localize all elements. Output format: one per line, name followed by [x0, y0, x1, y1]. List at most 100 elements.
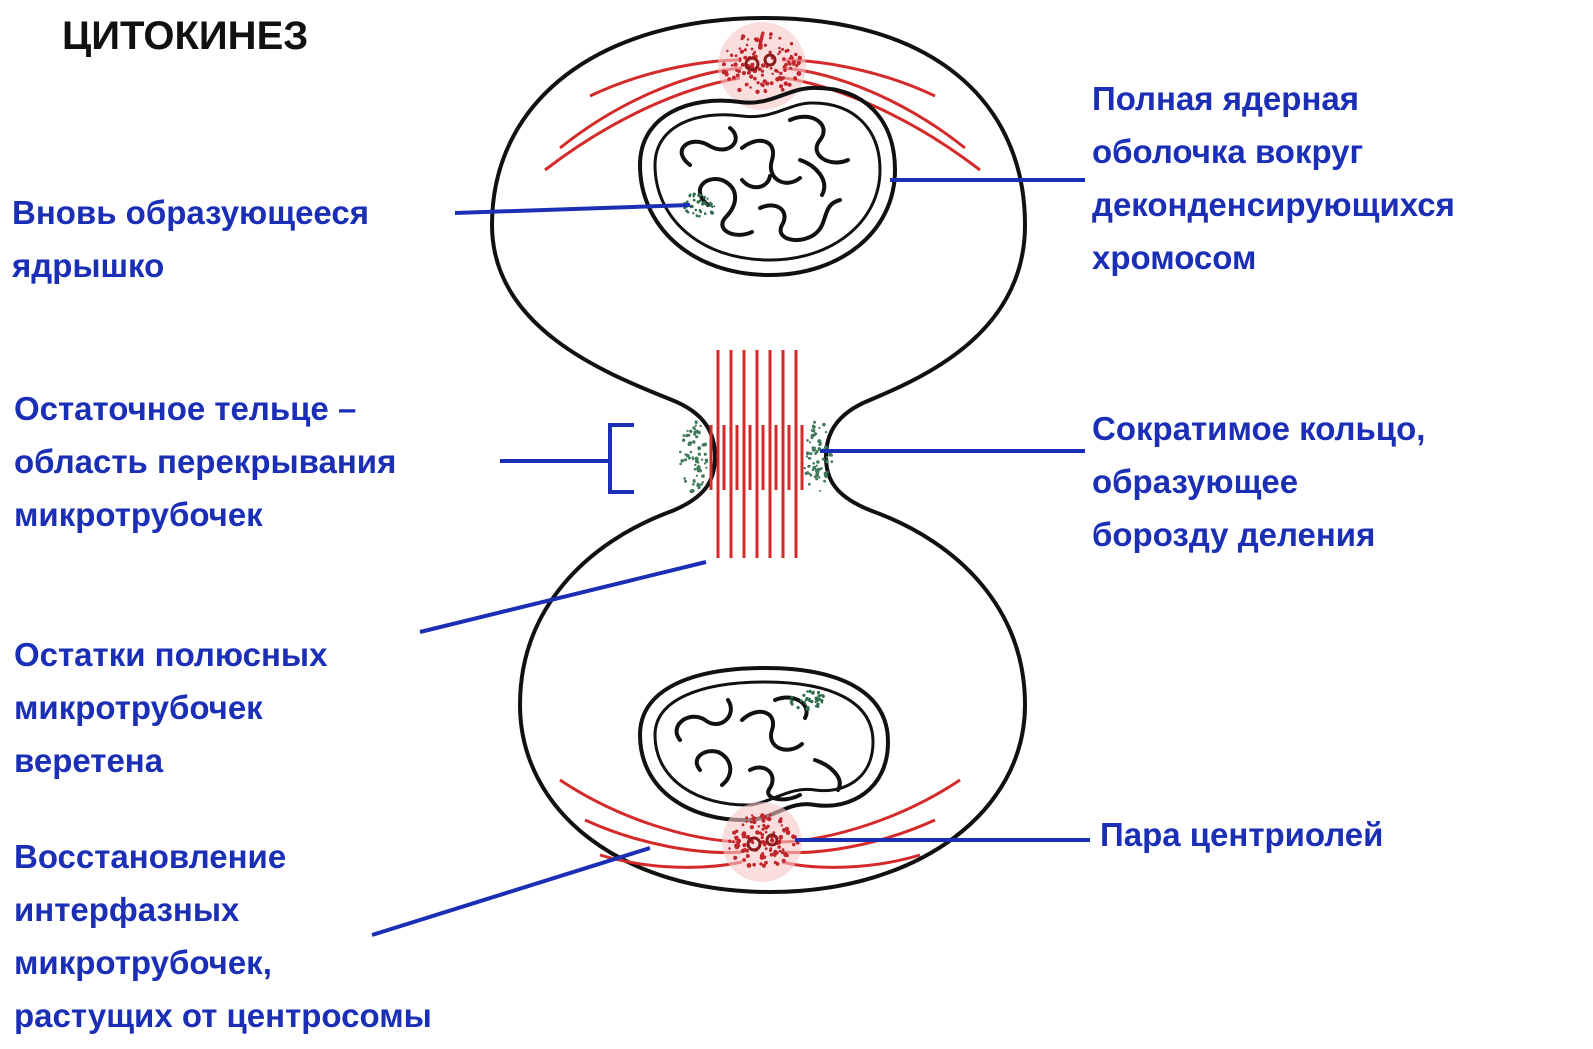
stipple-dot — [806, 439, 809, 442]
stipple-dot — [811, 691, 815, 695]
stipple-dot — [765, 847, 768, 850]
stipple-dot — [805, 703, 807, 705]
stipple-dot — [755, 830, 759, 834]
stipple-dot — [779, 835, 784, 840]
stipple-dot — [811, 436, 814, 439]
stipple-dot — [749, 75, 753, 79]
stipple-dot — [814, 447, 816, 449]
stipple-dot — [767, 817, 771, 821]
stipple-dot — [815, 701, 817, 703]
stipple-dot — [732, 76, 736, 80]
stipple-dot — [781, 88, 785, 92]
stipple-dot — [704, 453, 707, 456]
stipple-dot — [808, 483, 811, 486]
stipple-dot — [706, 205, 708, 207]
label-line: Полная ядерная — [1092, 72, 1455, 125]
stipple-dot — [737, 839, 741, 843]
stipple-dot — [761, 833, 764, 836]
stipple-dot — [794, 53, 797, 56]
stipple-dot — [737, 70, 741, 74]
label-line: Вновь образующееся — [12, 186, 369, 239]
stipple-dot — [727, 77, 731, 81]
stipple-dot — [703, 201, 706, 204]
label-line: микротрубочек — [14, 488, 396, 541]
stipple-dot — [824, 446, 828, 450]
stipple-dot — [735, 830, 738, 833]
stipple-dot — [812, 462, 815, 465]
stipple-dot — [691, 206, 693, 208]
stipple-dot — [696, 475, 698, 477]
stipple-dot — [790, 55, 793, 58]
stipple-dot — [762, 824, 765, 827]
stipple-dot — [808, 709, 810, 711]
stipple-dot — [745, 849, 749, 853]
stipple-dot — [783, 68, 787, 72]
stipple-dot — [823, 480, 826, 483]
stipple-dot — [781, 48, 784, 51]
stipple-dot — [770, 838, 774, 842]
label-line: Восстановление — [14, 830, 432, 883]
stipple-dot — [741, 849, 745, 853]
stipple-dot — [695, 425, 697, 427]
stipple-dot — [825, 460, 829, 464]
label-line: Сократимое кольцо, — [1092, 402, 1425, 455]
stipple-dot — [739, 60, 741, 62]
stipple-dot — [688, 441, 692, 445]
stipple-dot — [831, 460, 834, 463]
label-line: Пара центриолей — [1100, 808, 1383, 861]
stipple-dot — [744, 48, 747, 51]
stipple-dot — [757, 81, 760, 84]
stipple-dot — [790, 42, 793, 45]
stipple-dot — [685, 434, 688, 437]
stipple-dot — [753, 51, 756, 54]
stipple-dot — [762, 828, 765, 831]
label-line: борозду деления — [1092, 508, 1425, 561]
stipple-dot — [688, 457, 691, 460]
stipple-dot — [683, 434, 686, 437]
stipple-dot — [732, 840, 735, 843]
stipple-dot — [807, 465, 810, 468]
stipple-dot — [746, 821, 748, 823]
stipple-dot — [694, 468, 697, 471]
label-residual-body: Остаточное тельце – область перекрывания… — [14, 382, 396, 541]
label-line: микротрубочек — [14, 681, 327, 734]
stipple-dot — [817, 691, 820, 694]
stipple-dot — [770, 67, 773, 70]
stipple-dot — [816, 465, 818, 467]
stipple-dot — [819, 490, 821, 492]
stipple-dot — [747, 38, 749, 40]
stipple-dot — [808, 473, 811, 476]
stipple-dot — [697, 200, 700, 203]
stipple-dot — [792, 843, 795, 846]
stipple-dot — [698, 453, 701, 456]
stipple-dot — [699, 209, 702, 212]
stipple-dot — [685, 209, 688, 212]
stipple-dot — [760, 855, 765, 860]
stipple-dot — [782, 76, 785, 79]
stipple-dot — [789, 67, 792, 70]
stipple-dot — [761, 819, 765, 823]
stipple-dot — [737, 88, 741, 92]
stipple-dot — [692, 440, 695, 443]
stipple-dot — [690, 451, 693, 454]
stipple-dot — [701, 459, 703, 461]
stipple-dot — [782, 57, 785, 60]
diagram-title: ЦИТОКИНЕЗ — [62, 14, 308, 59]
stipple-dot — [786, 49, 789, 52]
stipple-dot — [792, 63, 795, 66]
stipple-dot — [812, 429, 815, 432]
stipple-dot — [826, 456, 829, 459]
stipple-dot — [693, 479, 696, 482]
stipple-dot — [778, 50, 781, 53]
stipple-dot — [747, 863, 752, 868]
stipple-dot — [790, 696, 793, 699]
polar-microtubule-remnants — [718, 350, 796, 558]
stipple-dot — [713, 205, 715, 207]
stipple-dot — [826, 471, 829, 474]
stipple-dot — [816, 703, 819, 706]
stipple-dot — [705, 467, 707, 469]
stipple-dot — [702, 481, 704, 483]
stipple-dot — [692, 458, 694, 460]
stipple-dot — [788, 83, 792, 87]
stipple-dot — [697, 193, 701, 197]
